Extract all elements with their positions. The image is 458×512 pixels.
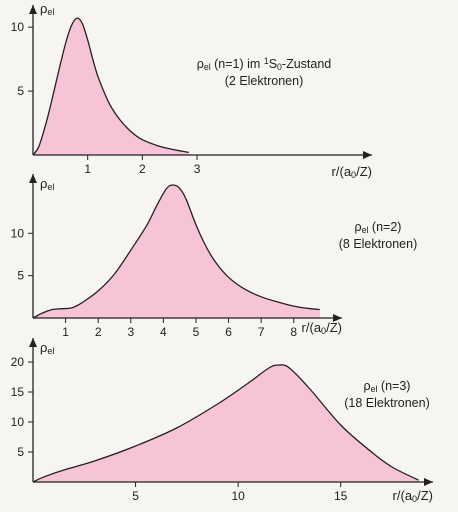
x-axis-label-part: r/(a bbox=[393, 488, 413, 503]
y-axis-label: ρel bbox=[40, 1, 54, 17]
y-axis-label-part: el bbox=[47, 346, 54, 356]
y-axis-label-part: el bbox=[47, 182, 54, 192]
x-axis-label: r/(a0/Z) bbox=[393, 488, 433, 504]
y-axis-label-part: ρ bbox=[40, 340, 47, 355]
annotation-line: (18 Elektronen) bbox=[344, 396, 429, 410]
y-axis-arrow bbox=[29, 338, 37, 347]
annotation-line: ρel (n=1) im 1S0-Zustand bbox=[197, 56, 332, 72]
density-curve bbox=[32, 364, 419, 483]
annotation-line-part: el bbox=[362, 225, 369, 235]
y-tick-label: 10 bbox=[11, 415, 25, 429]
annotation-line-part: el bbox=[204, 62, 211, 72]
x-tick-label: 8 bbox=[290, 325, 297, 339]
x-axis-label-part: r/(a bbox=[302, 320, 322, 335]
annotation-line-part: (n=1) im bbox=[211, 57, 264, 71]
annotation-line: (8 Elektronen) bbox=[339, 237, 418, 251]
x-tick-label: 5 bbox=[193, 325, 200, 339]
x-axis-label-part: /Z) bbox=[417, 488, 433, 503]
x-axis-label-part: 0 bbox=[351, 170, 356, 180]
annotation-line-part: 1 bbox=[264, 56, 269, 66]
x-axis-label: r/(a0/Z) bbox=[302, 320, 342, 336]
y-axis-arrow bbox=[29, 5, 37, 14]
y-tick-label: 20 bbox=[11, 355, 25, 369]
annotation-line-part: ρ bbox=[355, 220, 362, 234]
annotation-line: (2 Elektronen) bbox=[225, 74, 304, 88]
annotation-line-part: (n=3) bbox=[377, 379, 410, 393]
annotation-line: ρel (n=3) bbox=[364, 379, 411, 394]
x-axis-label-part: 0 bbox=[321, 326, 326, 336]
x-tick-label: 2 bbox=[95, 325, 102, 339]
annotation-line-part: (n=2) bbox=[368, 220, 401, 234]
x-tick-label: 2 bbox=[139, 162, 146, 176]
annotation-line-part: ρ bbox=[197, 57, 204, 71]
annotation-line-part: (8 Elektronen) bbox=[339, 237, 418, 251]
x-axis-label-part: /Z) bbox=[326, 320, 342, 335]
x-axis-arrow bbox=[363, 151, 372, 159]
x-tick-label: 5 bbox=[132, 489, 139, 503]
area-fill bbox=[33, 364, 419, 482]
y-tick-label: 5 bbox=[17, 445, 24, 459]
x-axis-arrow bbox=[333, 314, 342, 322]
x-axis-label-part: /Z) bbox=[356, 164, 372, 179]
x-axis-label-part: r/(a bbox=[332, 164, 352, 179]
annotation-line-part: -Zustand bbox=[282, 57, 331, 71]
annotation-line-part: el bbox=[371, 384, 378, 394]
density-curve bbox=[32, 184, 320, 319]
y-axis-label-part: ρ bbox=[40, 1, 47, 16]
y-axis-label: ρel bbox=[40, 176, 54, 192]
y-axis-label-part: ρ bbox=[40, 176, 47, 191]
x-axis-arrow bbox=[424, 478, 433, 486]
y-tick-label: 15 bbox=[11, 385, 25, 399]
x-tick-label: 6 bbox=[225, 325, 232, 339]
annotation-line: ρel (n=2) bbox=[355, 220, 402, 235]
y-axis-label-part: el bbox=[47, 7, 54, 17]
x-tick-label: 3 bbox=[127, 325, 134, 339]
x-axis-label: r/(a0/Z) bbox=[332, 164, 372, 180]
annotation-line-part: 0 bbox=[277, 62, 282, 72]
x-tick-label: 7 bbox=[258, 325, 265, 339]
x-tick-label: 4 bbox=[160, 325, 167, 339]
x-tick-label: 15 bbox=[334, 489, 348, 503]
y-axis-arrow bbox=[29, 174, 37, 183]
y-axis-label: ρel bbox=[40, 340, 54, 356]
x-tick-label: 3 bbox=[194, 162, 201, 176]
x-tick-label: 1 bbox=[62, 325, 69, 339]
y-tick-label: 10 bbox=[11, 226, 25, 240]
x-tick-label: 1 bbox=[84, 162, 91, 176]
annotation-line-part: (18 Elektronen) bbox=[344, 396, 429, 410]
y-tick-label: 10 bbox=[11, 20, 25, 34]
density-curve bbox=[32, 17, 189, 156]
area-fill bbox=[33, 18, 189, 155]
y-tick-label: 5 bbox=[17, 269, 24, 283]
area-fill bbox=[33, 185, 320, 318]
x-tick-label: 10 bbox=[231, 489, 245, 503]
x-axis-label-part: 0 bbox=[412, 494, 417, 504]
annotation-line-part: S bbox=[269, 57, 277, 71]
annotation-line-part: (2 Elektronen) bbox=[225, 74, 304, 88]
annotation-line-part: ρ bbox=[364, 379, 371, 393]
y-tick-label: 5 bbox=[17, 84, 24, 98]
